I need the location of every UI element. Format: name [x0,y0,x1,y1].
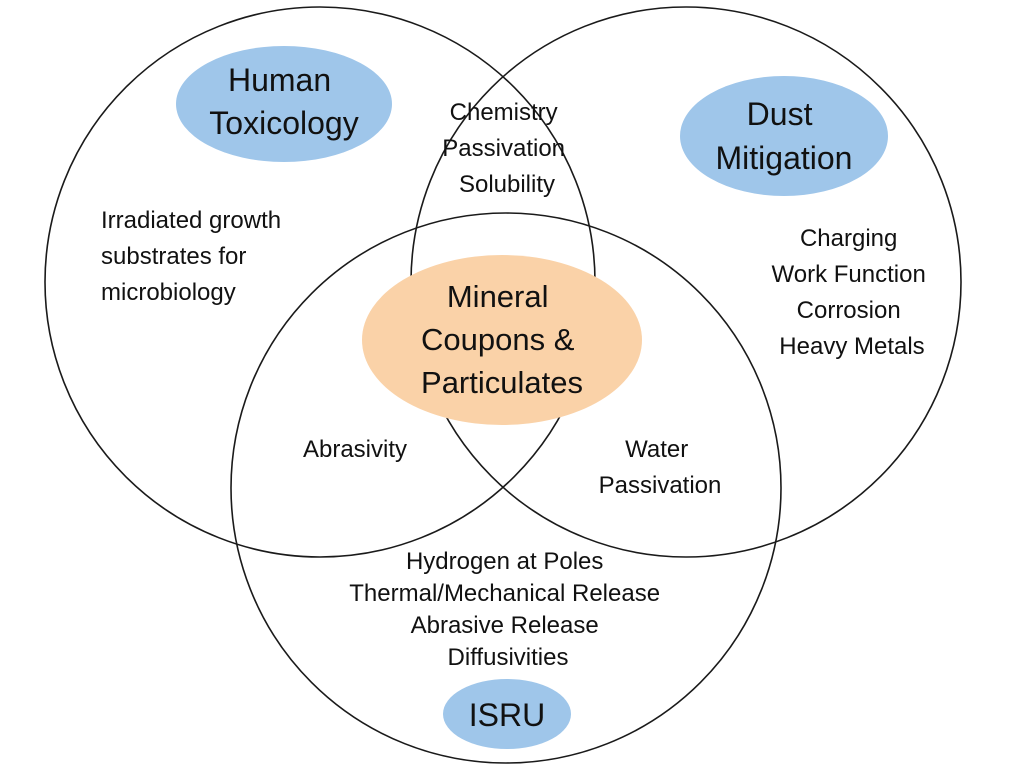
isru-item: Thermal/Mechanical Release [349,580,660,607]
circle-isru [230,212,782,764]
human-toxicology-title-line: Toxicology [209,105,358,141]
human-toxicology-title: Human Toxicology [209,62,358,141]
human-toxicology-item: Irradiated growth [101,207,281,234]
dust-mitigation-title: Dust Mitigation [716,96,853,176]
human-toxicology-label-bg [176,46,392,162]
dust-mitigation-items: Charging Work Function Corrosion Heavy M… [772,225,933,360]
center-title-line: Particulates [421,365,583,400]
human-toxicology-item: microbiology [101,279,236,306]
center-title: Mineral Coupons & Particulates [421,279,583,400]
dust-mitigation-item: Heavy Metals [779,333,924,360]
isru-title: ISRU [469,697,545,733]
isru-title-line: ISRU [469,697,545,733]
overlap-dust-isru-item: Passivation [599,472,722,499]
center-label-bg [362,255,642,425]
dust-mitigation-title-line: Mitigation [716,140,853,176]
dust-mitigation-title-line: Dust [747,96,813,132]
overlap-toxicology-dust-item: Solubility [459,171,555,198]
dust-mitigation-label-bg [680,76,888,196]
human-toxicology-title-line: Human [228,62,331,98]
center-title-line: Mineral [447,279,549,314]
overlap-dust-isru-item: Water [625,436,688,463]
human-toxicology-items: Irradiated growth substrates for microbi… [101,207,288,306]
human-toxicology-item: substrates for [101,243,246,270]
isru-item: Abrasive Release [411,612,599,639]
overlap-toxicology-dust-item: Chemistry [450,99,558,126]
isru-item: Hydrogen at Poles [406,548,603,575]
overlap-toxicology-dust-item: Passivation [442,135,565,162]
dust-mitigation-item: Corrosion [797,297,901,324]
isru-label-bg [443,679,571,749]
isru-items: Hydrogen at Poles Thermal/Mechanical Rel… [349,548,666,671]
overlap-dust-isru-items: Water Passivation [599,436,722,499]
dust-mitigation-item: Charging [800,225,897,252]
dust-mitigation-item: Work Function [772,261,926,288]
isru-item: Diffusivities [448,644,569,671]
overlap-toxicology-dust-items: Chemistry Passivation Solubility [442,99,571,198]
overlap-toxicology-isru-item: Abrasivity [303,436,407,463]
overlap-toxicology-isru-items: Abrasivity [303,436,407,463]
center-title-line: Coupons & [421,322,575,357]
